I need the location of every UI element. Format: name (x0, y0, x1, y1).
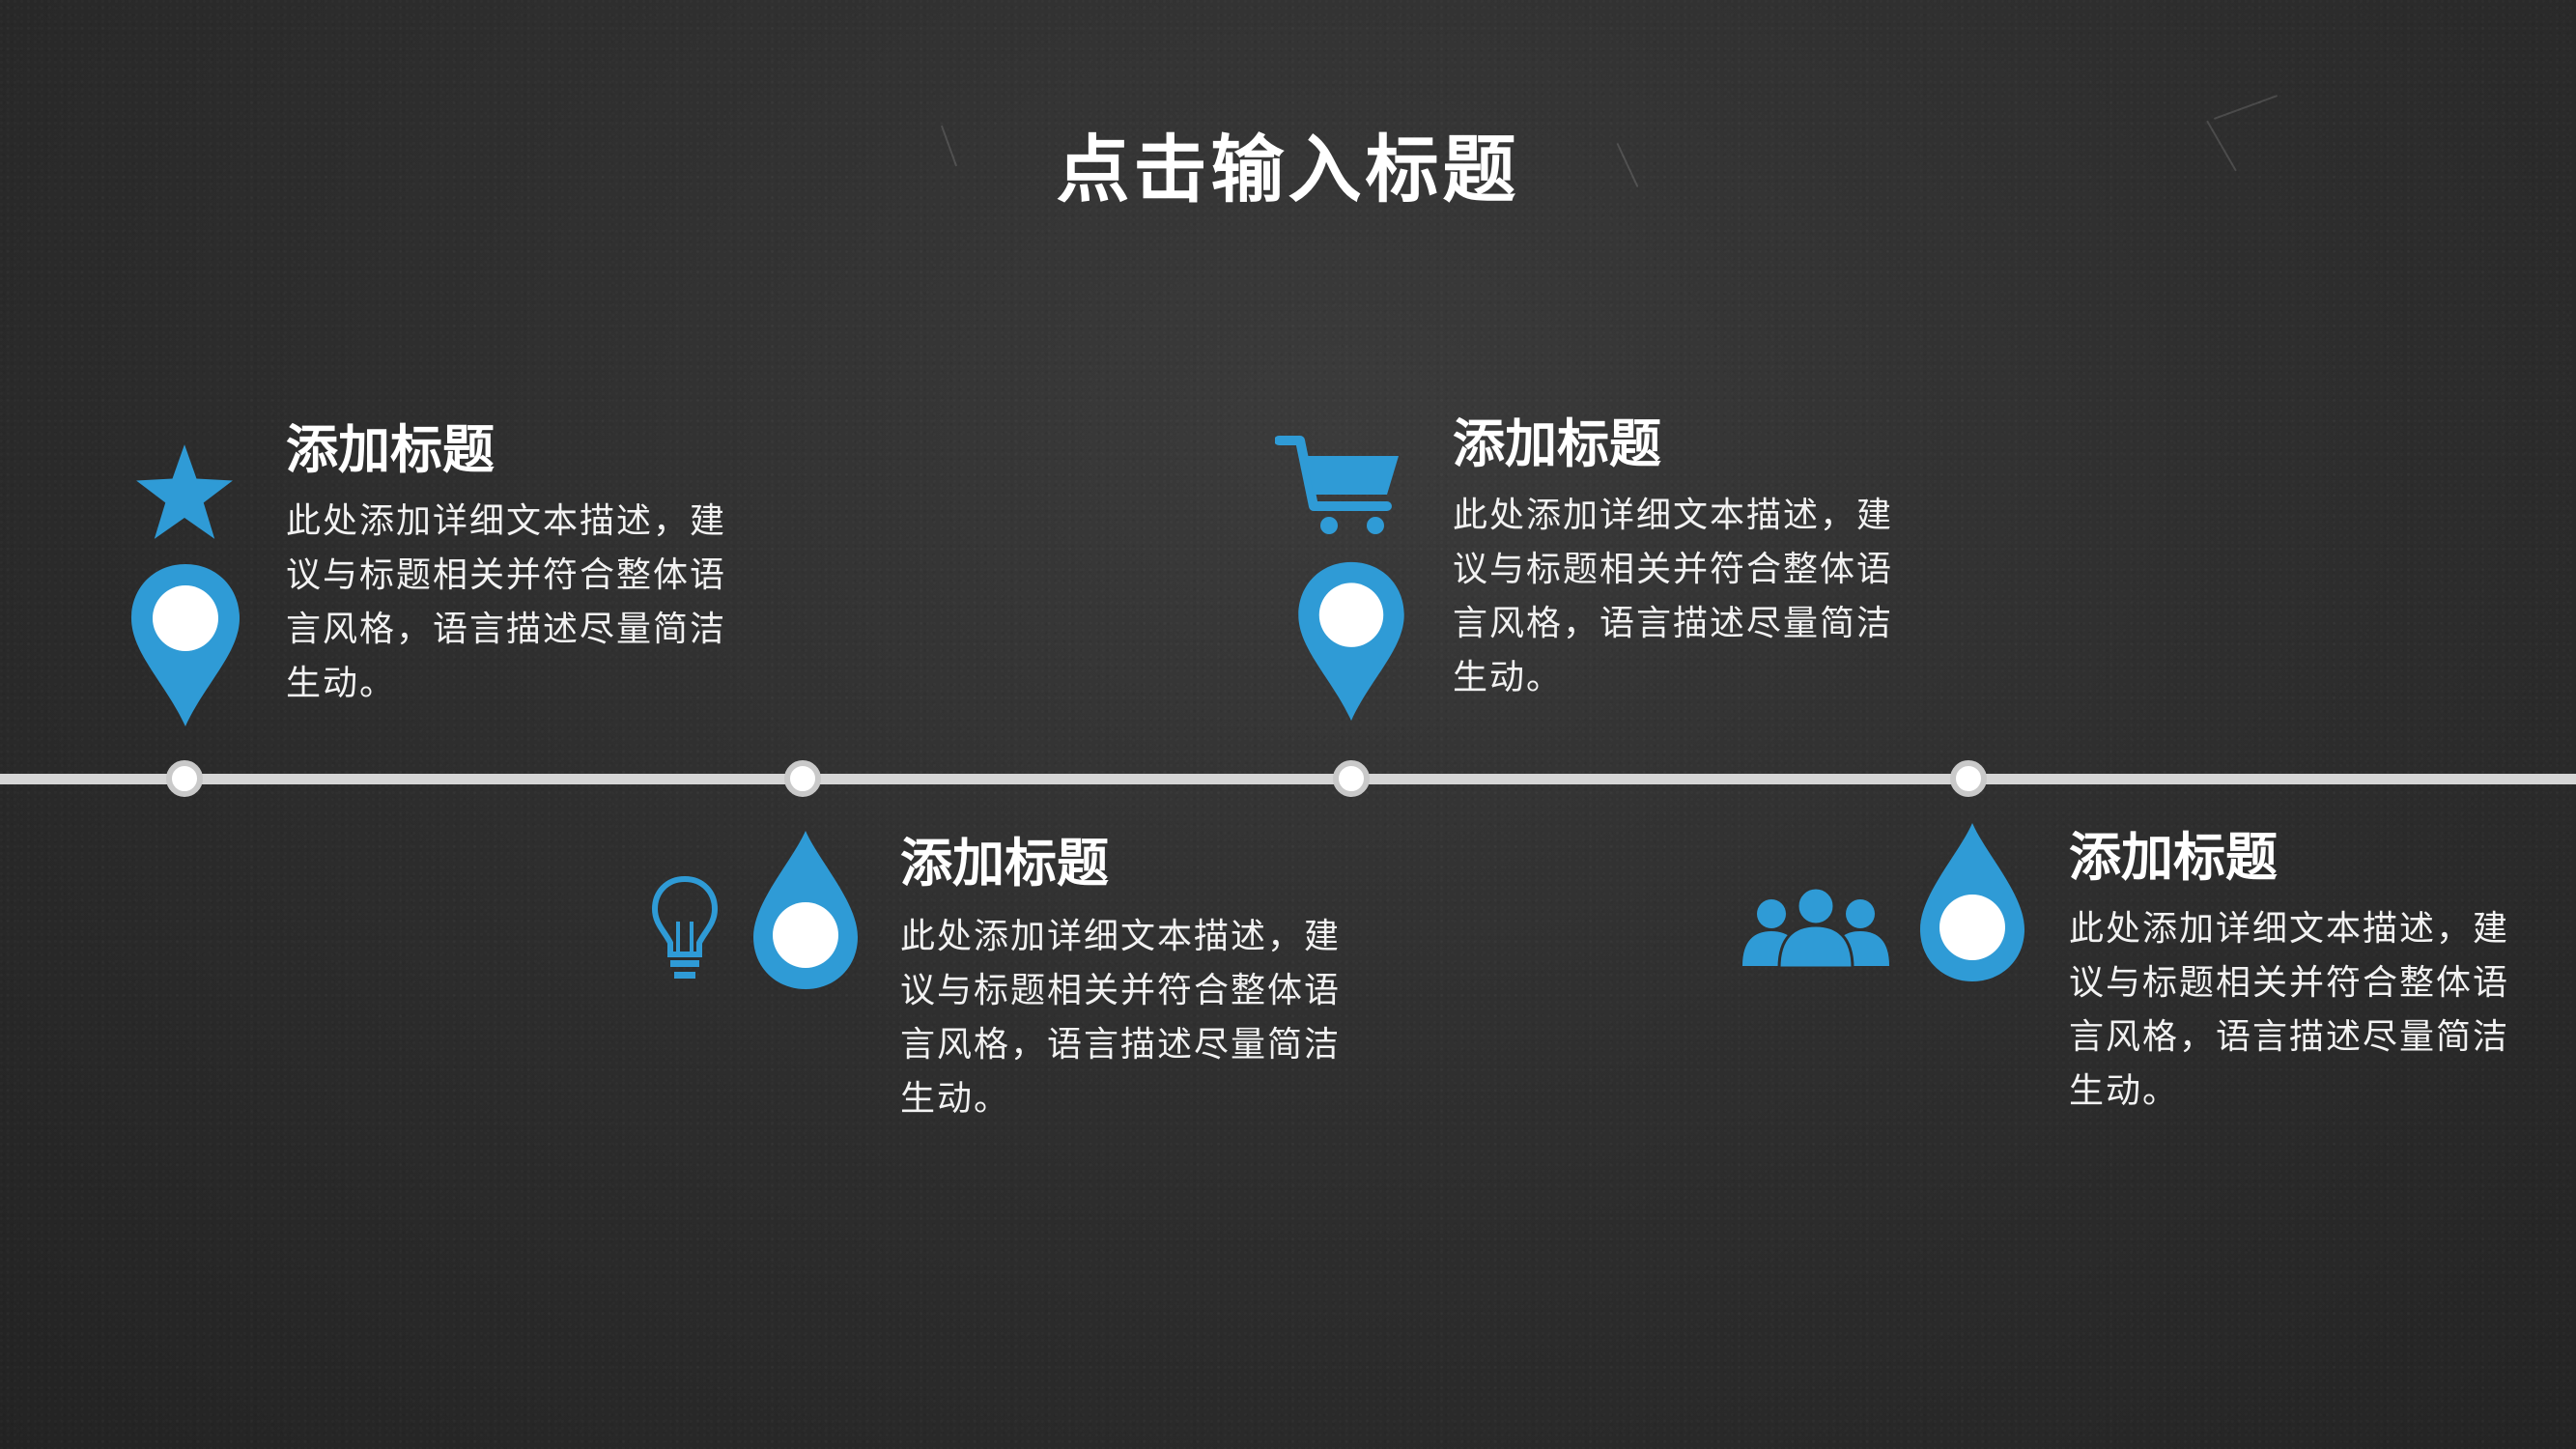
timeline-node-2 (784, 760, 821, 797)
item-title[interactable]: 添加标题 (900, 833, 1109, 894)
map-pin-icon (131, 564, 240, 726)
item-title[interactable]: 添加标题 (1453, 413, 1661, 474)
timeline-line (0, 774, 2576, 784)
timeline-node-1 (166, 760, 203, 797)
page-title[interactable]: 点击输入标题 (1056, 127, 1520, 213)
timeline-node-3 (1333, 760, 1370, 797)
star-icon (136, 444, 233, 539)
timeline-node-4 (1950, 760, 1987, 797)
item-title[interactable]: 添加标题 (286, 419, 495, 480)
item-description[interactable]: 此处添加详细文本描述，建议与标题相关并符合整体语言风格，语言描述尽量简洁生动。 (2069, 909, 2510, 1111)
water-drop-icon (1920, 823, 2024, 981)
water-drop-icon (753, 831, 858, 989)
map-pin-icon (1298, 561, 1404, 722)
item-title[interactable]: 添加标题 (2069, 827, 2278, 888)
item-description[interactable]: 此处添加详细文本描述，建议与标题相关并符合整体语言风格，语言描述尽量简洁生动。 (900, 917, 1342, 1119)
lightbulb-icon (651, 875, 719, 979)
people-group-icon (1742, 886, 1889, 968)
chalk-scratch (2213, 95, 2279, 120)
item-description[interactable]: 此处添加详细文本描述，建议与标题相关并符合整体语言风格，语言描述尽量简洁生动。 (1453, 496, 1894, 697)
shopping-cart-icon (1275, 436, 1399, 534)
item-description[interactable]: 此处添加详细文本描述，建议与标题相关并符合整体语言风格，语言描述尽量简洁生动。 (286, 501, 727, 703)
